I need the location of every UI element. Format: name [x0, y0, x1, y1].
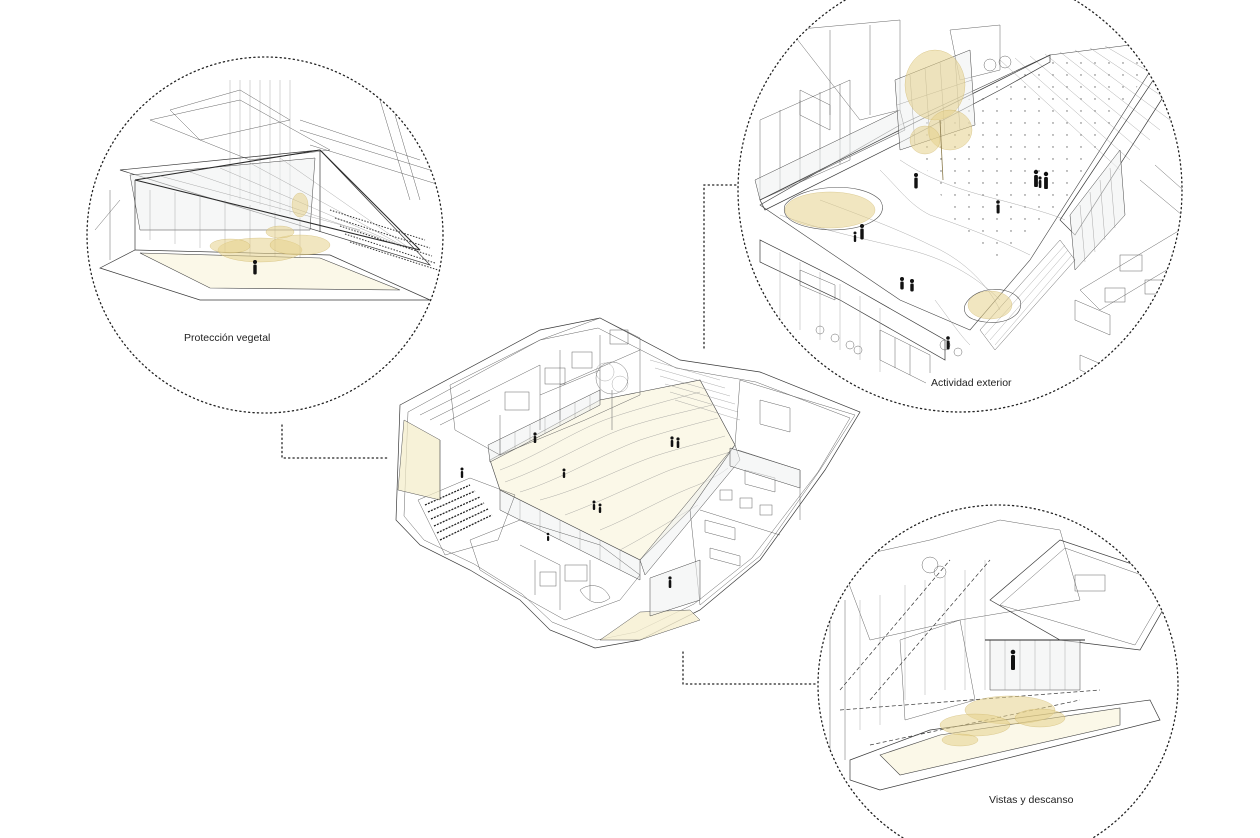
- east-glass-screen: [649, 559, 701, 617]
- person-left: [253, 260, 257, 275]
- leader-line-top-right: [703, 184, 739, 349]
- detail-circle-bottom-right: [817, 504, 1179, 838]
- central-building-axonometric: [395, 317, 861, 649]
- caption-bottom-right: Vistas y descanso: [989, 794, 1074, 806]
- detail-boundary-bottom-right: [817, 504, 1179, 838]
- east-gallery-glass: [729, 447, 801, 489]
- courtyard-glass-facade-south: [499, 489, 641, 581]
- caption-left: Protección vegetal: [184, 332, 270, 344]
- upper-rooms: [449, 317, 641, 456]
- leader-line-bottom-right: [682, 651, 817, 685]
- veg-patch-left: [784, 191, 876, 229]
- courtyard-tree: [595, 361, 629, 430]
- south-rooms: [469, 519, 641, 621]
- person-bottom-right: [1010, 649, 1016, 670]
- vegetation-left: [209, 192, 331, 263]
- caption-top-right: Actividad exterior: [931, 377, 1012, 389]
- leader-line-left: [281, 424, 389, 459]
- tree-top-right: [904, 49, 973, 181]
- detail-circle-top-right: [737, 0, 1183, 413]
- courtyard-glass-facade-west: [487, 389, 601, 463]
- detail-boundary-left: [86, 56, 444, 414]
- detail-circle-left: [86, 56, 444, 414]
- west-wall-tint: [397, 419, 441, 501]
- vegetation-bottom-right: [939, 695, 1066, 747]
- detail-boundary-top-right: [737, 0, 1183, 413]
- south-wall-tint: [599, 609, 701, 641]
- terrace-steps: [649, 359, 741, 421]
- veg-patch-bottom: [967, 290, 1013, 320]
- people-top-right: [853, 169, 1049, 350]
- people-courtyard: [460, 432, 680, 588]
- auditorium: [417, 477, 516, 556]
- leader-lines: [281, 184, 817, 685]
